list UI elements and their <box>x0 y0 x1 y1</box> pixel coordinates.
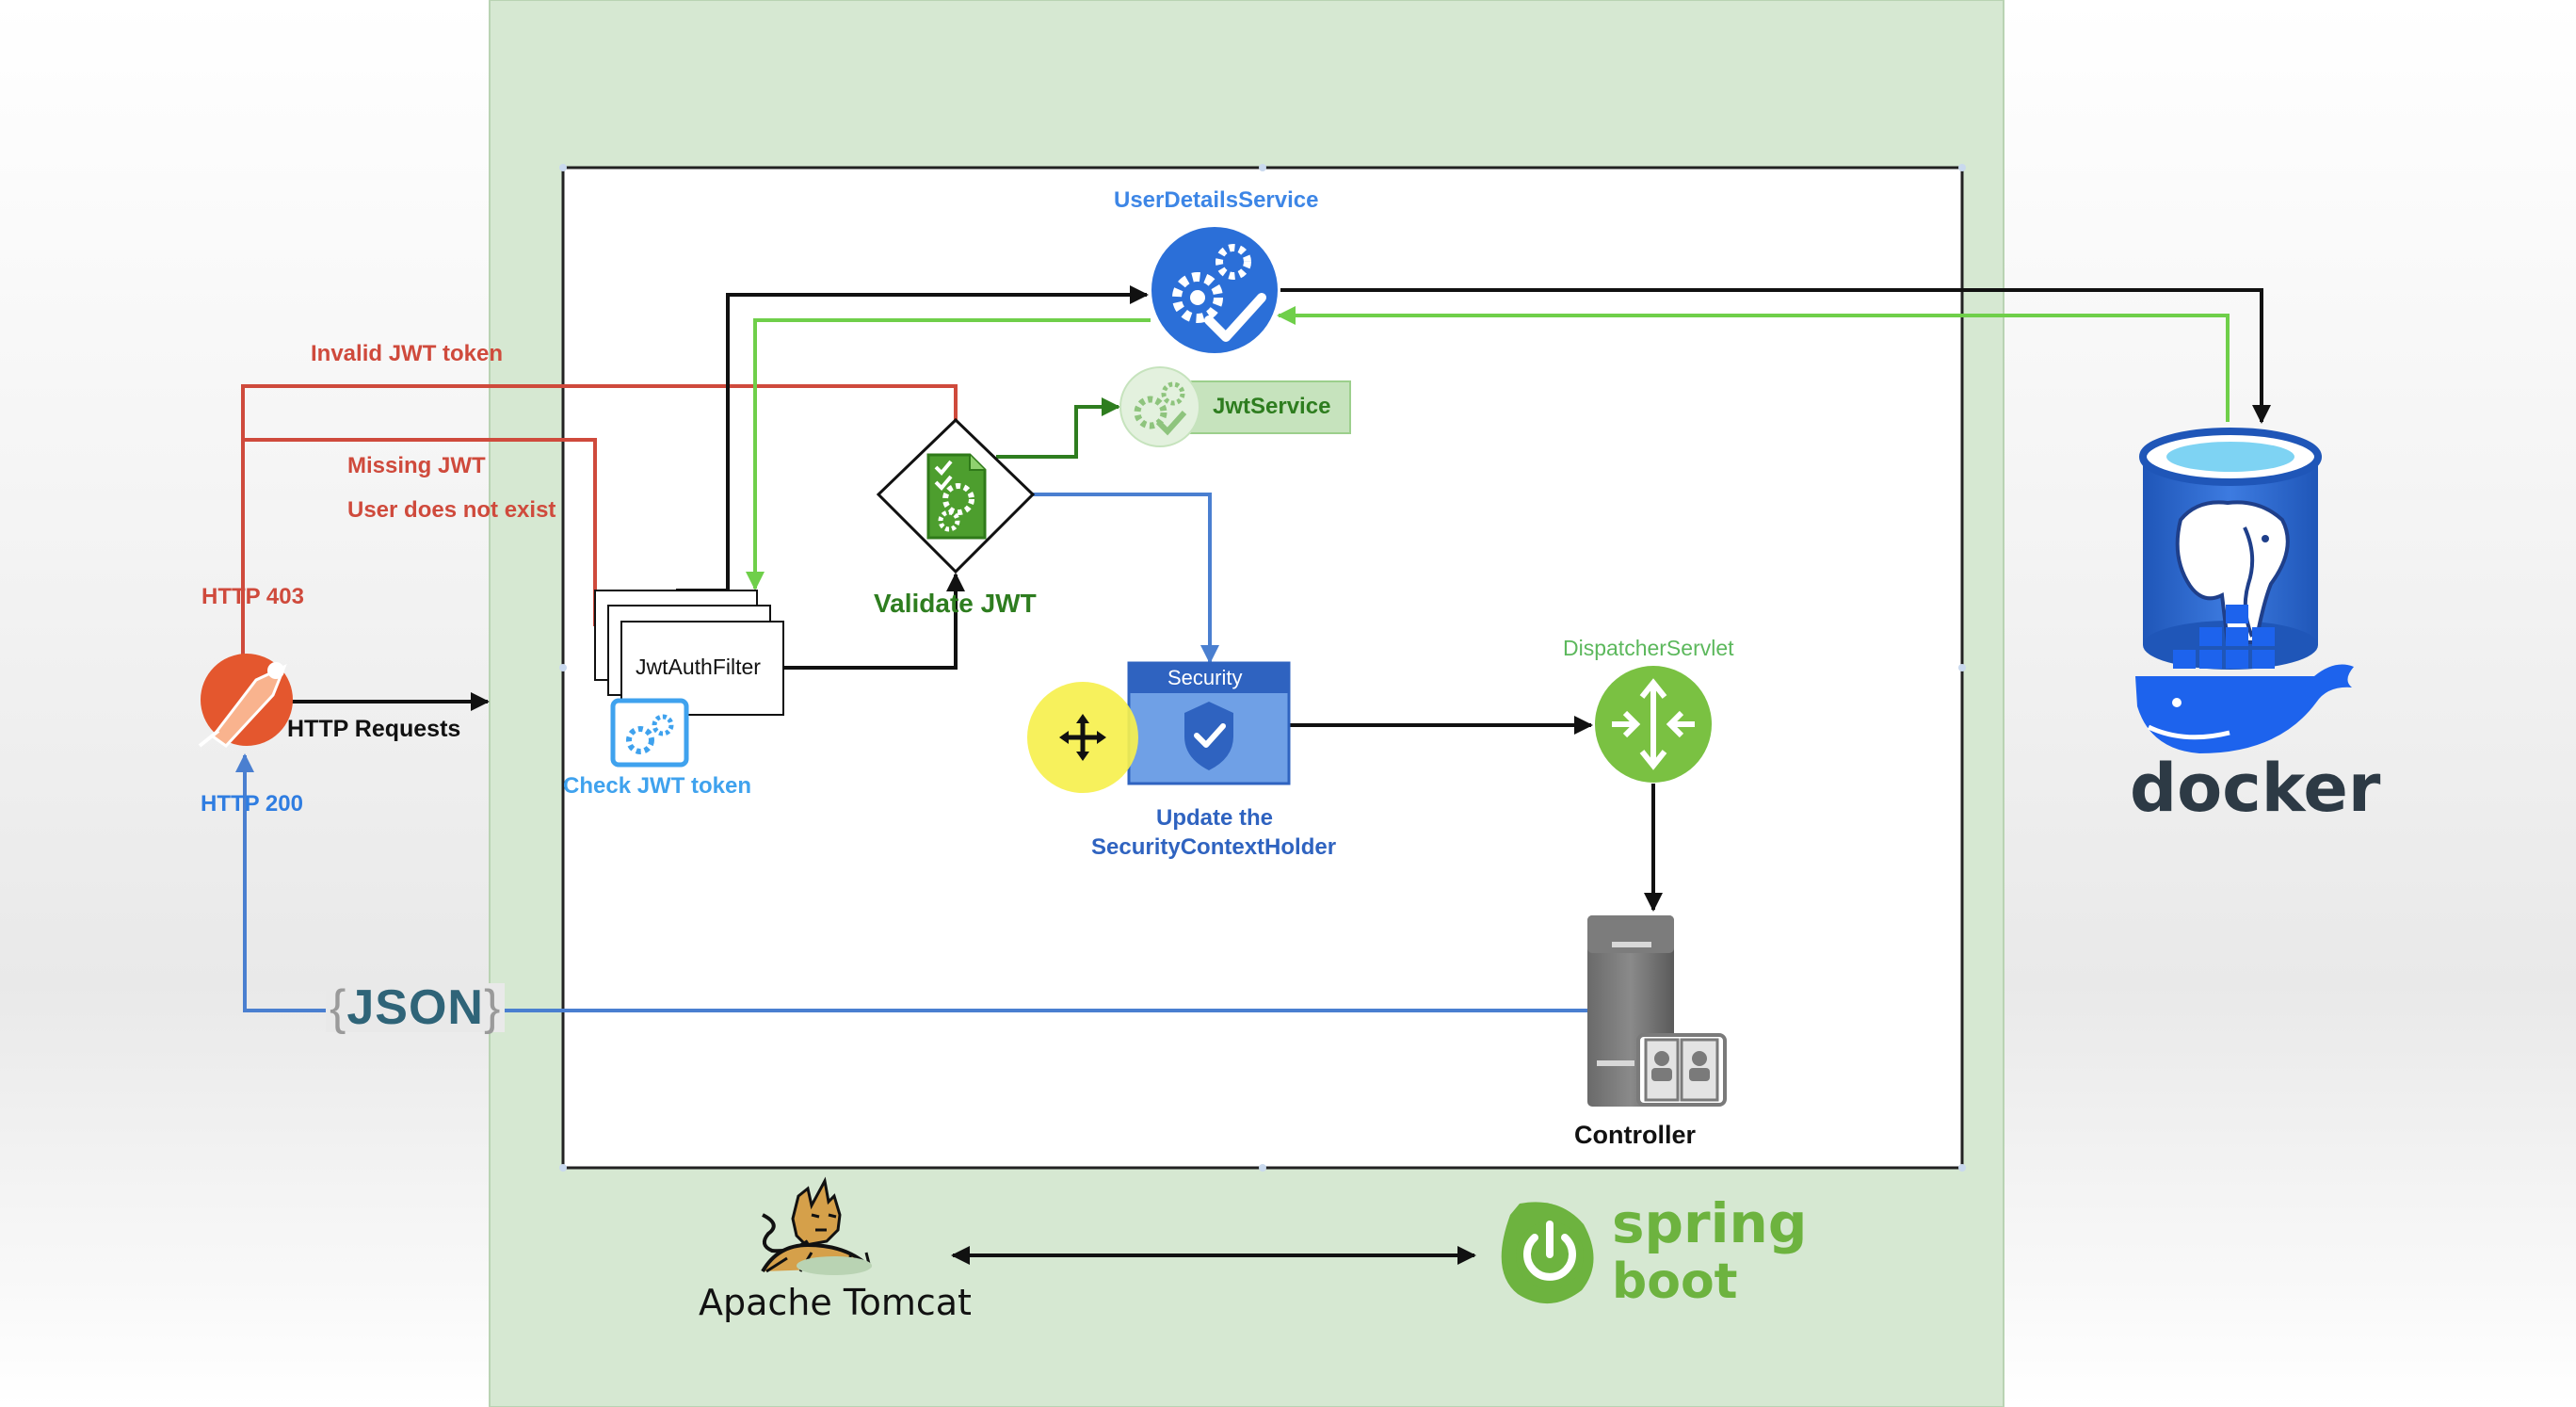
security-context-holder-label: SecurityContextHolder <box>1091 834 1337 860</box>
invalid-token-line <box>233 384 958 680</box>
spring-logo-text: spring <box>1612 1191 1808 1255</box>
postman-logo-icon <box>198 654 293 748</box>
http-200-label: HTTP 200 <box>201 791 303 817</box>
user-details-service-icon <box>1151 227 1278 353</box>
invalid-jwt-token-label: Invalid JWT token <box>311 341 504 366</box>
validate-to-jwtservice-line <box>996 397 1120 459</box>
controller-server-icon <box>1587 915 1727 1107</box>
dispatcher-servlet-label: DispatcherServlet <box>1563 636 1734 660</box>
missing-jwt-line <box>243 438 597 626</box>
apache-tomcat-label: Apache Tomcat <box>699 1282 972 1323</box>
http-requests-label: HTTP Requests <box>287 716 461 742</box>
check-jwt-token-icon <box>610 698 689 768</box>
jwt-auth-filter-label: JwtAuthFilter <box>636 655 761 679</box>
json-close-brace: } <box>483 980 502 1035</box>
json-open-brace: { <box>330 980 347 1035</box>
userdetails-to-filter-line <box>746 318 1151 590</box>
security-label: Security <box>1167 666 1243 689</box>
dispatcher-servlet-icon <box>1595 666 1712 783</box>
selection-handles <box>559 164 1966 1172</box>
json-label: JSON <box>346 980 484 1035</box>
docker-logo-text: docker <box>2130 750 2381 827</box>
json-response-line <box>235 753 1591 1012</box>
boot-logo-text: boot <box>1612 1253 1738 1310</box>
filter-to-validate-line <box>783 573 965 670</box>
json-badge: {JSON} <box>326 980 506 1035</box>
controller-label: Controller <box>1574 1121 1697 1149</box>
http-403-label: HTTP 403 <box>201 584 304 609</box>
missing-jwt-label: Missing JWT <box>347 453 486 478</box>
validate-jwt-diamond <box>876 417 1036 574</box>
validate-to-security-line <box>1032 493 1219 664</box>
userdetails-to-db-line <box>1280 288 2271 424</box>
user-details-service-label: UserDetailsService <box>1114 187 1319 213</box>
docker-whale-icon <box>2135 605 2354 753</box>
db-to-userdetails-line <box>1277 306 2230 422</box>
security-context-icon <box>1127 661 1291 785</box>
jwt-service-box <box>1119 366 1351 447</box>
move-cursor-icon <box>1027 682 1138 793</box>
jwt-auth-filter-stack <box>594 590 784 716</box>
update-the-label: Update the <box>1156 805 1274 831</box>
validate-jwt-label: Validate JWT <box>874 589 1037 618</box>
spring-power-icon <box>1501 1202 1594 1304</box>
tomcat-cat-icon <box>761 1176 872 1275</box>
check-jwt-token-label: Check JWT token <box>563 773 752 799</box>
user-does-not-exist-label: User does not exist <box>347 497 556 523</box>
jwt-service-label: JwtService <box>1213 394 1331 419</box>
